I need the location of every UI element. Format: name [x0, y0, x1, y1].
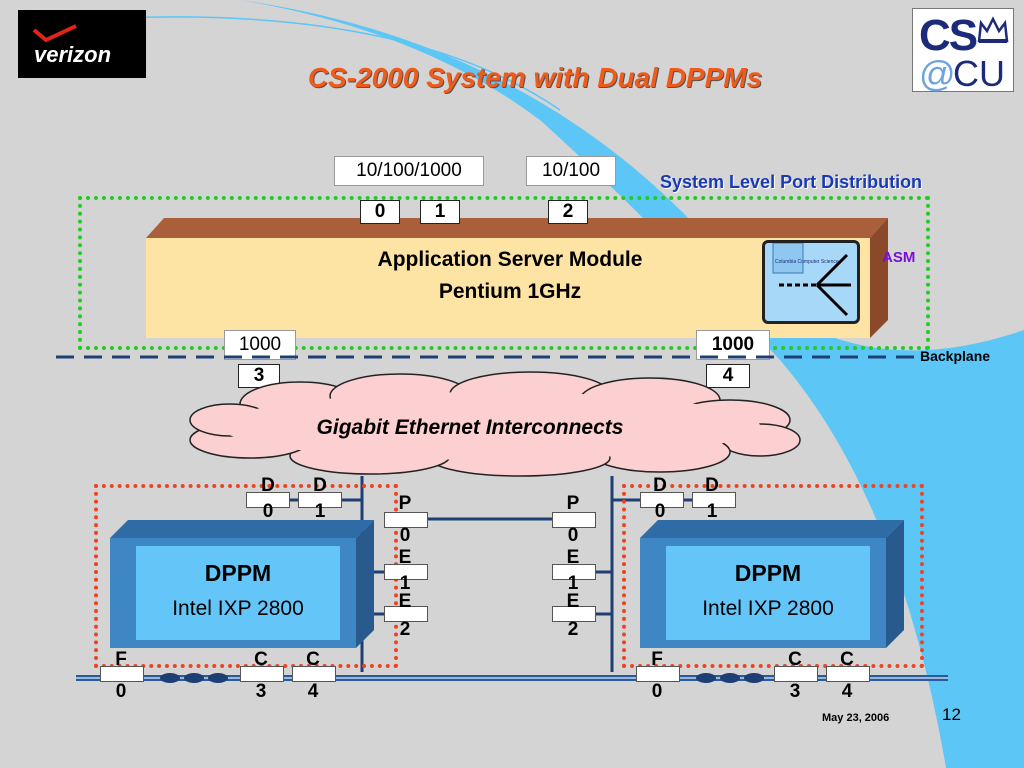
port-e2-left	[384, 606, 428, 622]
asm-title: Application Server Module	[377, 248, 643, 271]
label-d1-left-num: 1	[314, 501, 326, 522]
port-label-1000-left: 1000	[224, 330, 296, 360]
system-port-distribution-label: System Level Port Distribution	[660, 172, 923, 192]
dppm-left-inner: DPPM Intel IXP 2800	[136, 546, 340, 640]
network-fanout-icon: Columbia Computer Science	[762, 240, 860, 324]
port-c4-right	[826, 666, 870, 682]
label-p0-right-letter: P	[566, 493, 580, 514]
icon-caption: Columbia Computer Science	[775, 259, 839, 265]
verizon-logo: verizon	[18, 10, 146, 78]
label-e1-left-num: 1	[399, 573, 411, 594]
cs-logo-text: CS	[919, 11, 978, 60]
verizon-check-icon	[32, 24, 77, 42]
port-c4-left	[292, 666, 336, 682]
label-p0-right-num: 0	[567, 525, 579, 546]
dppm-right-boundary-dotted	[622, 484, 924, 668]
label-c3-left-num: 3	[255, 681, 267, 702]
columbia-cs-logo: CS @ CU	[912, 8, 1014, 94]
verizon-logo-text: verizon	[34, 42, 112, 67]
port-label-1000-right: 1000	[696, 330, 770, 360]
label-e2-left-num: 2	[399, 619, 411, 640]
port-c3-left	[240, 666, 284, 682]
asm-subtitle: Pentium 1GHz	[438, 280, 582, 303]
asm-boundary-dotted	[78, 196, 930, 350]
slide-page-number: 12	[942, 705, 961, 724]
label-d1-right-num: 1	[706, 501, 718, 522]
port-e1-left	[384, 564, 428, 580]
dppm-right-inner: DPPM Intel IXP 2800	[666, 546, 870, 640]
label-c4-left-letter: C	[306, 649, 320, 670]
dppm-left-boundary-dotted	[94, 484, 398, 668]
label-d1-right-letter: D	[705, 475, 719, 496]
port-label-10-100-1000: 10/100/1000	[334, 156, 484, 186]
port-f0-right	[636, 666, 680, 682]
label-f0-left-num: 0	[115, 681, 127, 702]
label-p0-left-num: 0	[399, 525, 411, 546]
application-server-module	[146, 238, 870, 338]
port-d1-left	[298, 492, 342, 508]
label-c4-right-num: 4	[841, 681, 853, 702]
backplane-label: Backplane	[920, 348, 991, 364]
label-c3-left-letter: C	[254, 649, 268, 670]
port-p0-left	[384, 512, 428, 528]
label-c4-left-num: 4	[307, 681, 319, 702]
label-e2-left-letter: E	[398, 591, 412, 612]
label-e1-left-letter: E	[398, 547, 412, 568]
cs-logo-cu: CU	[953, 53, 1005, 94]
label-d0-left-letter: D	[261, 475, 275, 496]
port-d0-right	[640, 492, 684, 508]
label-e2-right-num: 2	[567, 619, 579, 640]
port-e1-right	[552, 564, 596, 580]
asm-port-1: 1	[420, 200, 460, 224]
crown-icon	[977, 16, 1009, 43]
dppm-right-subtitle: Intel IXP 2800	[702, 597, 834, 620]
label-d1-left-letter: D	[313, 475, 327, 496]
dppm-left-title: DPPM	[204, 560, 272, 586]
asm-label: ASM	[882, 249, 916, 266]
label-d0-left-num: 0	[262, 501, 274, 522]
port-d1-right	[692, 492, 736, 508]
label-c3-right-letter: C	[788, 649, 802, 670]
label-f0-right-letter: F	[651, 649, 663, 670]
label-f0-left-letter: F	[115, 649, 127, 670]
asm-port-2: 2	[548, 200, 588, 224]
cloud-label: Gigabit Ethernet Interconnects	[316, 416, 624, 439]
label-c4-right-letter: C	[840, 649, 854, 670]
dppm-left-subtitle: Intel IXP 2800	[172, 597, 304, 620]
slide-date: May 23, 2006	[822, 712, 890, 724]
asm-port-4: 4	[706, 364, 750, 388]
port-c3-right	[774, 666, 818, 682]
label-e1-right-letter: E	[566, 547, 580, 568]
port-label-10-100: 10/100	[526, 156, 616, 186]
slide-title: CS-2000 System with Dual DPPMs	[307, 62, 763, 93]
cs-logo-at: @	[919, 53, 956, 94]
port-f0-left	[100, 666, 144, 682]
dppm-right-title: DPPM	[734, 560, 802, 586]
port-d0-left	[246, 492, 290, 508]
label-p0-left-letter: P	[398, 493, 412, 514]
label-d0-right-letter: D	[653, 475, 667, 496]
port-e2-right	[552, 606, 596, 622]
label-c3-right-num: 3	[789, 681, 801, 702]
label-e1-right-num: 1	[567, 573, 579, 594]
label-f0-right-num: 0	[651, 681, 663, 702]
fanout-icon: Columbia Computer Science	[772, 242, 851, 317]
label-e2-right-letter: E	[566, 591, 580, 612]
label-d0-right-num: 0	[654, 501, 666, 522]
port-p0-right	[552, 512, 596, 528]
asm-port-0: 0	[360, 200, 400, 224]
